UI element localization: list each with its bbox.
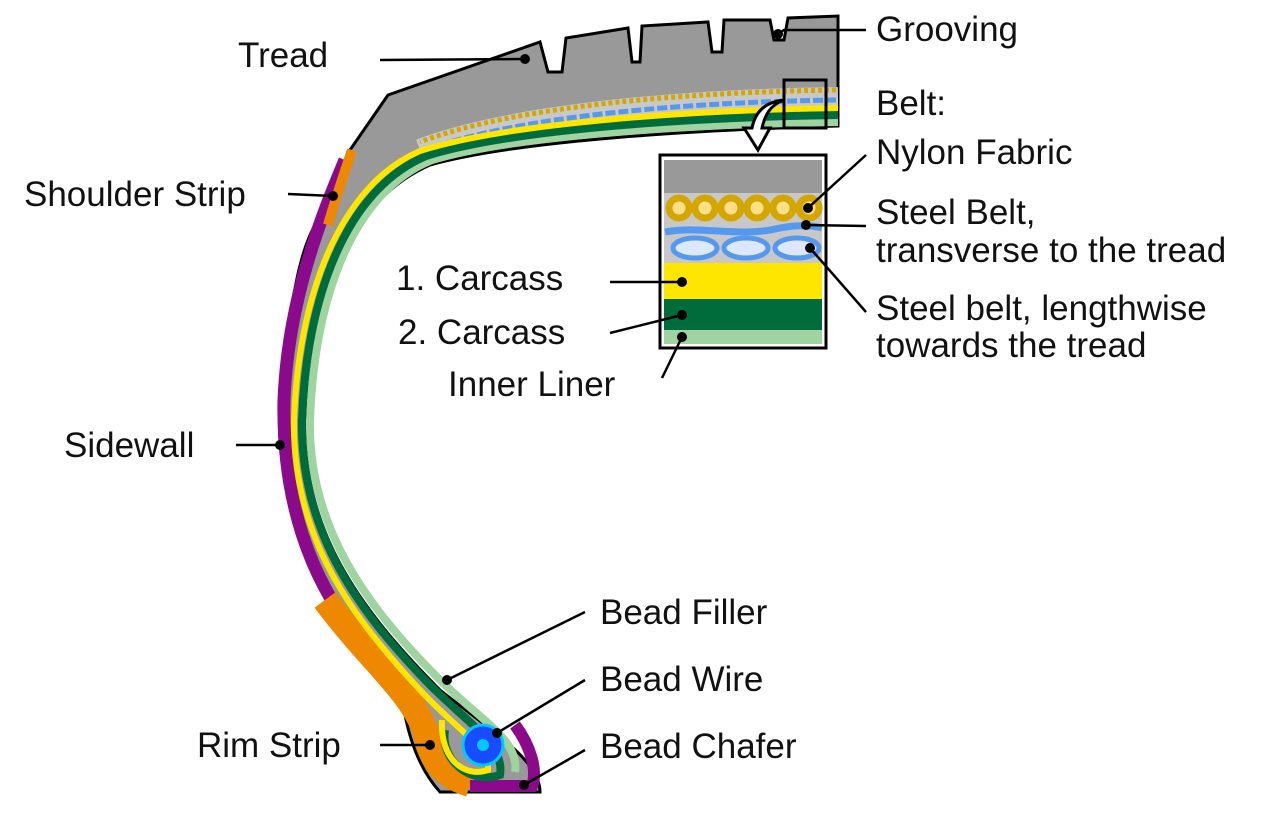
inner-liner-layer (305, 118, 839, 773)
label-carcass-1: 1. Carcass (396, 259, 563, 298)
label-bead-wire: Bead Wire (600, 660, 763, 699)
belt-detail-marker (782, 78, 828, 130)
labels: Tread Grooving Belt: Nylon Fabric Steel … (24, 10, 1226, 766)
label-shoulder-strip: Shoulder Strip (24, 175, 246, 214)
label-steel-belt-lengthwise-2: towards the tread (876, 326, 1146, 365)
label-steel-belt-transverse: Steel Belt, (876, 193, 1036, 232)
label-nylon-fabric: Nylon Fabric (876, 133, 1072, 172)
bead-chafer-layer (470, 721, 540, 792)
label-grooving: Grooving (876, 10, 1018, 49)
label-steel-belt-transverse-2: transverse to the tread (876, 231, 1226, 270)
leader-lines (236, 28, 867, 790)
label-sidewall: Sidewall (64, 426, 194, 465)
label-carcass-2: 2. Carcass (398, 313, 565, 352)
magnify-arrow-icon (741, 98, 785, 153)
belt-inset (658, 153, 828, 350)
carcass-2-layer (297, 111, 839, 782)
nylon-fabric-cords (665, 194, 823, 222)
shoulder-strip-layer (323, 148, 357, 227)
label-bead-chafer: Bead Chafer (600, 727, 797, 766)
label-belt: Belt: (876, 84, 946, 123)
label-steel-belt-lengthwise: Steel belt, lengthwise (876, 289, 1207, 328)
sidewall-layer (277, 157, 365, 645)
label-rim-strip: Rim Strip (197, 726, 341, 765)
label-inner-liner: Inner Liner (448, 365, 616, 404)
rim-strip-layer (314, 592, 475, 797)
nylon-fabric-layer (419, 87, 837, 145)
tire-body (277, 14, 840, 797)
label-tread: Tread (238, 36, 328, 75)
label-bead-filler: Bead Filler (600, 593, 768, 632)
steel-belt-lengthwise-cords (670, 235, 822, 261)
